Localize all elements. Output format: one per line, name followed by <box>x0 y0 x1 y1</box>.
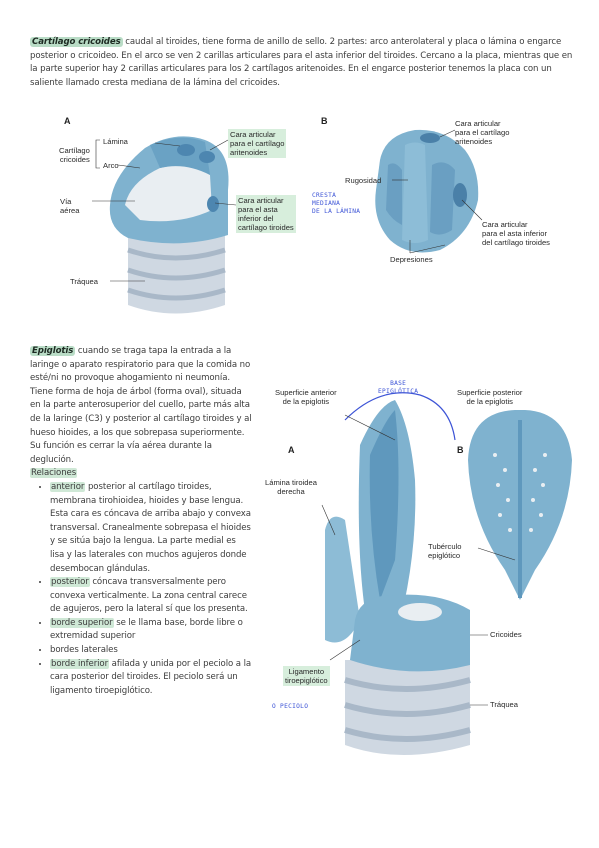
label-cara-asta-a: Cara articular para el asta inferior del… <box>236 195 296 233</box>
list-item: posterior cóncava transversalmente pero … <box>50 576 252 617</box>
label-lamina: Lámina <box>103 137 128 146</box>
list-item: borde superior se le llama base, borde l… <box>50 617 252 644</box>
label-ligamento-tiroepiglotico: Ligamento tiroepiglótico <box>283 666 330 686</box>
annot-cresta-mediana: CRESTA MEDIANA DE LA LÁMINA <box>312 192 361 215</box>
relaciones-heading: Relaciones <box>30 468 78 479</box>
label-via-aerea: Vía aérea <box>60 197 80 215</box>
annot-base-epiglotica: BASE EPIGLÓTICA <box>378 380 419 395</box>
list-item: borde inferior afilada y unida por el pe… <box>50 658 252 699</box>
relaciones-list: anterior posterior al cartílago tiroides… <box>30 481 252 699</box>
label-cara-aritenoides-b: Cara articular para el cartílago ariteno… <box>455 119 510 146</box>
cricoid-a-letter: A <box>64 116 71 126</box>
epiglotis-title: Epiglotis <box>30 346 76 356</box>
label-traquea-epiglotis: Tráquea <box>490 700 519 709</box>
cricoides-title: Cartílago cricoides <box>30 37 123 47</box>
epiglotis-text: cuando se traga tapa la entrada a la lar… <box>30 346 252 465</box>
label-superficie-posterior: Superficie posterior de la epiglotis <box>457 388 523 406</box>
label-traquea-a: Tráquea <box>70 277 99 286</box>
list-item: anterior posterior al cartílago tiroides… <box>50 481 252 576</box>
label-rugosidad: Rugosidad <box>345 176 382 185</box>
epiglotis-section: Epiglotis cuando se traga tapa la entrad… <box>30 345 252 698</box>
label-arco: Arco <box>103 161 119 170</box>
label-lamina-tiroidea: Lámina tiroidea derecha <box>265 478 317 496</box>
epiglotis-a-letter: A <box>288 445 295 455</box>
epiglotis-paragraph: Epiglotis cuando se traga tapa la entrad… <box>30 345 252 467</box>
label-tuberculo-epiglotico: Tubérculo epiglótico <box>428 542 462 560</box>
cricoides-text: caudal al tiroides, tiene forma de anill… <box>30 37 573 88</box>
epiglottis-pits <box>493 453 547 532</box>
label-cara-asta-b: Cara articular para el asta inferior del… <box>482 220 550 247</box>
label-cricoides: Cricoides <box>490 630 522 639</box>
label-superficie-anterior: Superficie anterior de la epiglotis <box>275 388 337 406</box>
annot-peciolo: O PECIOLO <box>272 703 309 710</box>
epiglotis-b-letter: B <box>457 445 464 455</box>
label-depresiones: Depresiones <box>390 255 433 264</box>
label-cara-aritenoides-a: Cara articular para el cartílago ariteno… <box>228 129 287 158</box>
label-cartilago-cricoides: Cartílago cricoides <box>59 146 90 164</box>
cricoid-b-letter: B <box>321 116 328 126</box>
cricoides-paragraph: Cartílago cricoides caudal al tiroides, … <box>30 36 575 90</box>
list-item: bordes laterales <box>50 644 252 658</box>
